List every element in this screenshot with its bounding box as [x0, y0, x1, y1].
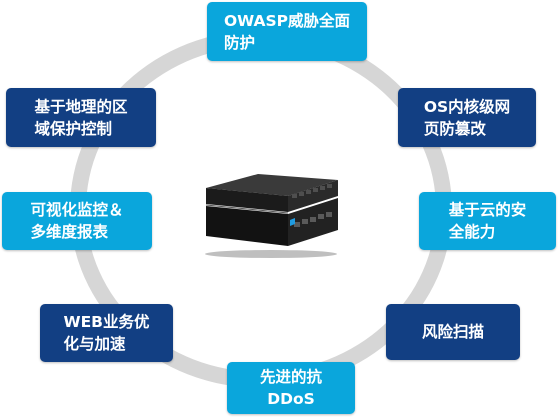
- feature-os-tamper-protection: OS内核级网 页防篡改: [398, 88, 536, 147]
- feature-owasp-label: OWASP威胁全面 防护: [223, 11, 351, 52]
- feature-risk-label: 风险扫描: [421, 323, 484, 341]
- feature-web-label: WEB业务优 化与加速: [63, 313, 150, 353]
- feature-os-label: OS内核级网 页防篡改: [423, 97, 511, 138]
- feature-visual-monitoring: 可视化监控＆ 多维度报表: [2, 192, 152, 250]
- feature-web-acceleration: WEB业务优 化与加速: [40, 304, 173, 362]
- feature-ddos-protection: 先进的抗 DDoS: [227, 362, 355, 414]
- feature-ddos-label: 先进的抗 DDoS: [259, 368, 322, 408]
- feature-cloud-security: 基于云的安 全能力: [419, 192, 556, 250]
- feature-geo-access-control: 基于地理的区 域保护控制: [6, 88, 156, 147]
- feature-geo-label: 基于地理的区 域保护控制: [34, 97, 128, 138]
- feature-owasp-protection: OWASP威胁全面 防护: [207, 2, 367, 61]
- feature-visual-label: 可视化监控＆ 多维度报表: [30, 201, 124, 241]
- feature-cloud-label: 基于云的安 全能力: [448, 201, 527, 241]
- security-appliance-icon: [205, 174, 338, 258]
- feature-risk-scan: 风险扫描: [386, 304, 520, 360]
